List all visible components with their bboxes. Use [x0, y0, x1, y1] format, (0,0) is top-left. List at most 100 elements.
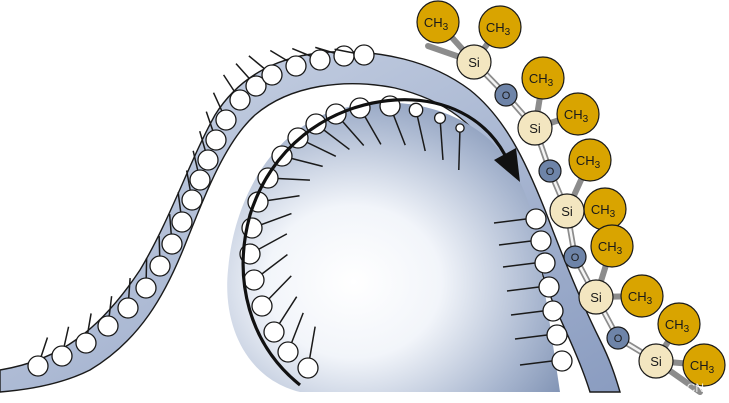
- lipid-tail: [502, 262, 536, 268]
- lipid-head: [285, 55, 307, 77]
- lipid-head: [538, 276, 560, 298]
- silicon-circle: [517, 110, 553, 146]
- oxygen-label: O: [502, 90, 511, 102]
- lipid-tail: [519, 360, 553, 366]
- lipid-tail: [510, 310, 544, 316]
- oxygen-circle: [538, 159, 562, 183]
- methyl-group: CH3: [590, 224, 634, 268]
- methyl-label: CH3: [424, 15, 449, 33]
- lipid-head: [408, 102, 424, 118]
- methyl-group: CH3: [657, 302, 701, 346]
- silicon-atom: Si: [456, 44, 492, 80]
- methyl-group: CH3: [568, 138, 612, 182]
- lipid-head: [161, 233, 183, 255]
- oxygen-atom: O: [563, 245, 587, 269]
- watermark-text: SQLAI.CN: [648, 381, 704, 395]
- methyl-group: CH3: [478, 5, 522, 49]
- oxygen-atom: O: [494, 83, 518, 107]
- methyl-group: CH3: [620, 274, 664, 318]
- methyl-label: CH3: [690, 358, 715, 376]
- curved-arrow-icon: [241, 98, 520, 387]
- lipid-head: [27, 355, 49, 377]
- methyl-subscript: 3: [505, 27, 511, 38]
- methyl-subscript: 3: [583, 114, 589, 125]
- right-bead-row: [493, 208, 573, 372]
- silicon-atom: Si: [578, 279, 614, 315]
- silicon-circle: [549, 193, 585, 229]
- lipid-head: [229, 89, 251, 111]
- methyl-group: CH3: [556, 92, 600, 136]
- methyl-circle: [416, 0, 460, 44]
- silicon-circle: [638, 343, 674, 379]
- methyl-circle: [556, 92, 600, 136]
- lipid-head: [353, 44, 375, 66]
- lipid-head: [149, 255, 171, 277]
- methyl-group: CH3: [416, 0, 460, 44]
- oxygen-label: O: [546, 166, 555, 178]
- lipid-head: [251, 295, 273, 317]
- oxygen-atom: O: [538, 159, 562, 183]
- methyl-circle: [590, 224, 634, 268]
- methyl-label: CH3: [529, 71, 554, 89]
- lipid-head: [245, 75, 267, 97]
- lipid-head: [205, 129, 227, 151]
- oxygen-circle: [606, 326, 630, 350]
- methyl-group: CH3: [682, 343, 726, 387]
- inner-bead-row: [239, 95, 465, 379]
- lipid-tail: [498, 240, 532, 246]
- vesicle-cavity: [227, 102, 560, 392]
- methyl-label: CH3: [486, 20, 511, 38]
- silicon-label: Si: [468, 55, 480, 70]
- methyl-circle: [620, 274, 664, 318]
- methyl-label: CH3: [564, 107, 589, 125]
- lipid-head: [51, 345, 73, 367]
- silicon-label: Si: [561, 204, 573, 219]
- methyl-circle: [682, 343, 726, 387]
- methyl-label: CH3: [591, 202, 616, 220]
- silicon-circle: [578, 279, 614, 315]
- methyl-subscript: 3: [709, 365, 715, 376]
- oxygen-label: O: [614, 333, 623, 345]
- lipid-head: [297, 357, 319, 379]
- arrow-head: [494, 148, 520, 182]
- silicon-label: Si: [590, 290, 602, 305]
- lipid-head: [534, 252, 556, 274]
- oxygen-circle: [494, 83, 518, 107]
- silicon-circle: [456, 44, 492, 80]
- methyl-label: CH3: [665, 317, 690, 335]
- lipid-head: [530, 230, 552, 252]
- lipid-head: [263, 321, 285, 343]
- methyl-subscript: 3: [595, 160, 601, 171]
- lipid-head: [97, 315, 119, 337]
- silicon-atom: Si: [638, 343, 674, 379]
- lipid-tail: [493, 218, 527, 224]
- lipid-head: [181, 189, 203, 211]
- lipid-head: [551, 350, 573, 372]
- methyl-subscript: 3: [617, 246, 623, 257]
- oxygen-circle: [563, 245, 587, 269]
- methyl-label: CH3: [598, 239, 623, 257]
- methyl-circle: [568, 138, 612, 182]
- oxygen-atom: O: [606, 326, 630, 350]
- silicon-label: Si: [529, 121, 541, 136]
- methyl-circle: [478, 5, 522, 49]
- methyl-subscript: 3: [610, 209, 616, 220]
- lipid-tail: [514, 334, 548, 340]
- methyl-group: CH3: [521, 56, 565, 100]
- lipid-head: [243, 269, 265, 291]
- silicon-atom: Si: [517, 110, 553, 146]
- methyl-label: CH3: [576, 153, 601, 171]
- lipid-head: [277, 341, 299, 363]
- lipid-head: [455, 123, 465, 133]
- lipid-head: [171, 211, 193, 233]
- lipid-head: [525, 208, 547, 230]
- lipid-head: [135, 277, 157, 299]
- silicon-label: Si: [650, 354, 662, 369]
- lipid-tail: [439, 117, 444, 160]
- methyl-subscript: 3: [548, 78, 554, 89]
- lipid-head: [215, 109, 237, 131]
- silicon-atom: Si: [549, 193, 585, 229]
- methyl-subscript: 3: [684, 324, 690, 335]
